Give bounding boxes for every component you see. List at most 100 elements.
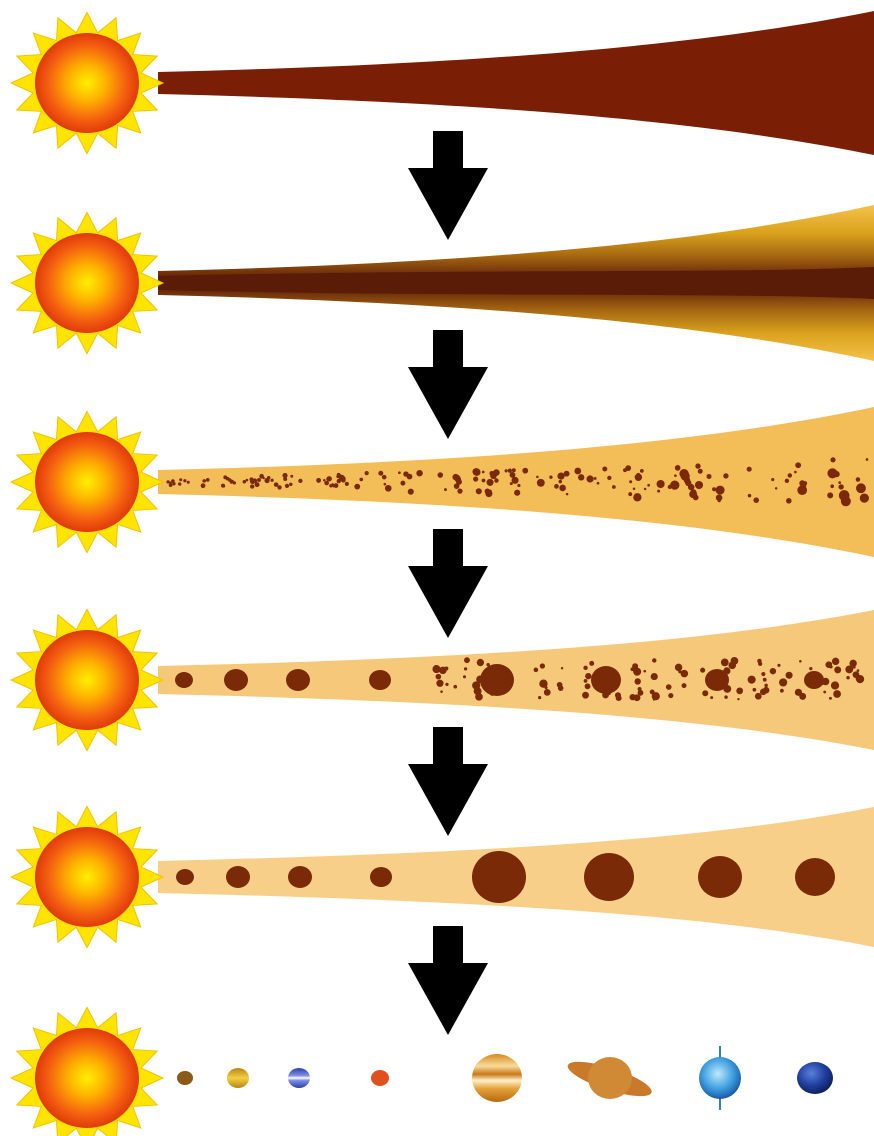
dust-grain bbox=[206, 478, 210, 482]
planetesimal bbox=[823, 691, 826, 694]
dust-grain bbox=[860, 494, 869, 503]
saturn-body bbox=[588, 1057, 632, 1099]
dust-grain bbox=[566, 493, 569, 496]
dust-grain bbox=[259, 474, 264, 479]
planetesimal bbox=[583, 666, 587, 670]
planetesimal bbox=[616, 695, 622, 701]
planetesimal bbox=[534, 668, 539, 673]
giant-protoplanet bbox=[795, 858, 835, 896]
dust-grain bbox=[482, 471, 485, 474]
protoplanetary-disk bbox=[158, 11, 874, 155]
planetesimal bbox=[786, 672, 793, 679]
dust-grain bbox=[695, 463, 700, 468]
uranus-body bbox=[699, 1057, 741, 1099]
planetesimal bbox=[777, 664, 780, 667]
sun-core bbox=[35, 630, 139, 730]
planetesimal bbox=[538, 696, 541, 699]
dust-grain bbox=[775, 487, 777, 489]
planetesimal bbox=[752, 688, 756, 692]
planetesimal bbox=[737, 698, 739, 700]
sun-core bbox=[35, 233, 139, 333]
planetesimal bbox=[453, 685, 457, 689]
dust-grain bbox=[257, 478, 261, 482]
dust-grain bbox=[786, 498, 792, 504]
dust-grain bbox=[628, 492, 632, 496]
dust-grain bbox=[644, 488, 646, 490]
dust-grain bbox=[557, 472, 564, 479]
planetesimal bbox=[700, 668, 705, 673]
dust-grain bbox=[866, 458, 869, 461]
planetesimal bbox=[585, 673, 591, 679]
dust-grain bbox=[640, 469, 644, 473]
dust-grain bbox=[472, 468, 479, 475]
dust-grain bbox=[246, 479, 249, 482]
dust-grain bbox=[830, 484, 834, 488]
dust-grain bbox=[316, 478, 321, 483]
dust-grain bbox=[277, 485, 281, 489]
dust-grain bbox=[250, 477, 254, 481]
rocky-protoplanet bbox=[226, 866, 250, 888]
sun-stage-5 bbox=[11, 806, 163, 947]
dust-grain bbox=[384, 483, 387, 486]
stage-5-disk bbox=[158, 807, 874, 947]
planetesimal bbox=[682, 683, 687, 688]
dust-grain bbox=[594, 477, 597, 480]
planetesimal bbox=[486, 663, 489, 666]
planetesimal bbox=[724, 695, 728, 699]
dust-grain bbox=[629, 480, 632, 483]
planetesimal bbox=[464, 657, 470, 663]
venus-planet bbox=[227, 1068, 249, 1088]
planetesimal bbox=[675, 664, 682, 671]
dust-grain bbox=[685, 480, 691, 486]
planetesimal bbox=[540, 663, 545, 668]
dust-grain bbox=[698, 469, 703, 474]
dust-grain bbox=[635, 474, 642, 481]
jupiter-planet bbox=[472, 1054, 522, 1102]
dust-grain bbox=[187, 481, 190, 484]
planetesimal bbox=[476, 676, 484, 684]
planetesimal bbox=[710, 696, 713, 699]
dust-grain bbox=[657, 490, 660, 493]
stage-1-disk bbox=[158, 11, 874, 155]
sun-stage-6 bbox=[11, 1007, 163, 1136]
dust-grain bbox=[788, 473, 792, 477]
rocky-protoplanet bbox=[288, 866, 312, 888]
planetesimal bbox=[561, 667, 563, 669]
planetesimal bbox=[475, 693, 483, 701]
neptune-planet bbox=[797, 1062, 833, 1094]
planetesimal bbox=[440, 690, 443, 693]
dust-grain bbox=[340, 476, 346, 482]
planetesimal bbox=[825, 661, 832, 668]
giant-protoplanet bbox=[698, 856, 742, 898]
dust-grain bbox=[670, 480, 679, 489]
planetesimal bbox=[833, 690, 841, 698]
planetesimal bbox=[495, 680, 501, 686]
planetesimal bbox=[845, 665, 853, 673]
sun-core bbox=[35, 827, 139, 927]
dust-grain bbox=[444, 488, 447, 491]
sun-stage-2 bbox=[11, 212, 163, 353]
dust-grain bbox=[166, 480, 169, 483]
planetesimal bbox=[832, 658, 839, 665]
dust-grain bbox=[785, 479, 789, 483]
dust-grain bbox=[657, 480, 665, 488]
planetesimal bbox=[834, 666, 841, 673]
dust-grain bbox=[689, 490, 697, 498]
inner-planetesimal bbox=[369, 670, 391, 690]
planetesimal bbox=[632, 663, 638, 669]
stage-3-disk bbox=[158, 407, 874, 557]
dust-grain bbox=[508, 468, 512, 472]
arrow-down-5 bbox=[408, 926, 488, 1035]
dust-grain bbox=[359, 478, 363, 482]
dust-grain bbox=[623, 468, 627, 472]
dust-grain bbox=[803, 481, 807, 485]
dust-grain bbox=[633, 493, 641, 501]
dust-grain bbox=[723, 473, 728, 478]
sun-core bbox=[35, 432, 139, 532]
sun-stage-4 bbox=[11, 609, 163, 750]
planetesimal bbox=[582, 692, 589, 699]
planetesimal bbox=[436, 680, 443, 687]
planetesimal bbox=[779, 678, 787, 686]
dust-grain bbox=[513, 478, 518, 483]
planetesimal bbox=[770, 668, 776, 674]
